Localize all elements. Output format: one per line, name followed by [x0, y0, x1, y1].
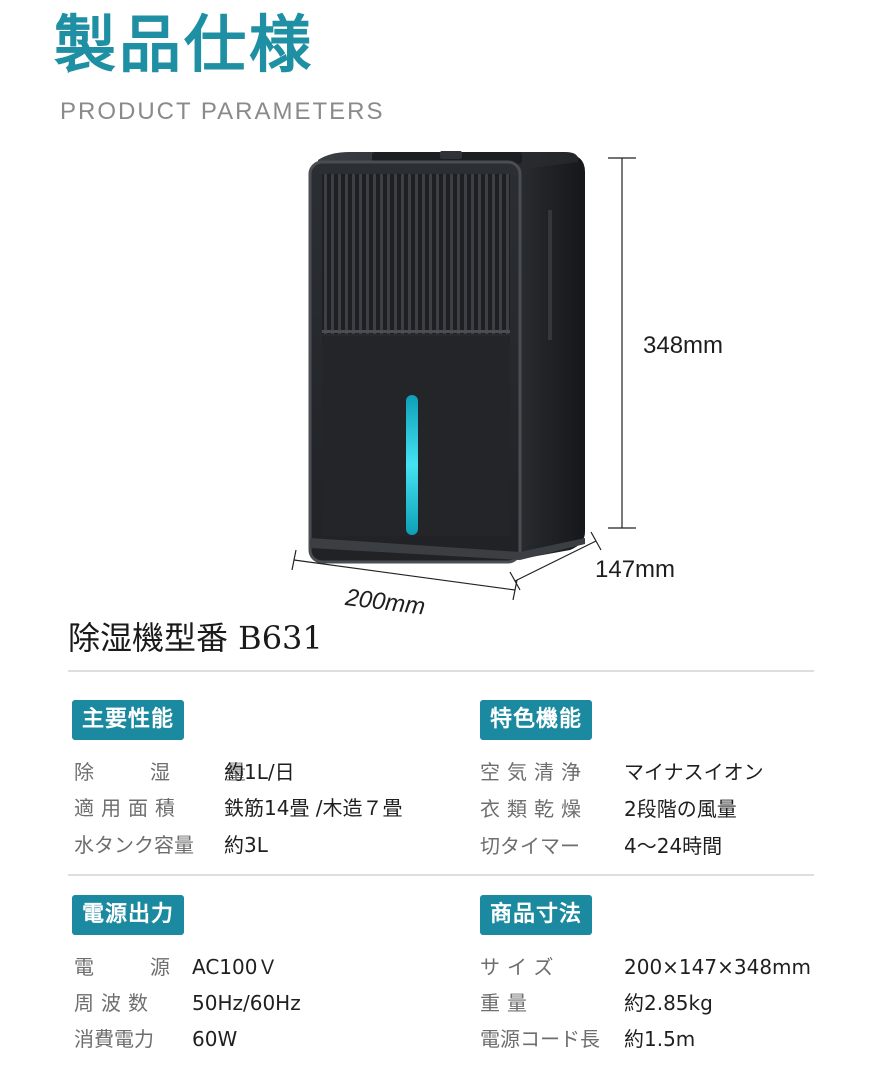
spec-value: 4〜24時間: [624, 834, 723, 858]
spec-label: 衣類乾燥: [480, 797, 588, 821]
divider: [68, 670, 814, 672]
spec-label: 電 源: [74, 955, 188, 979]
spec-value: 約3L: [224, 833, 268, 857]
spec-value: 200×147×348mm: [624, 955, 812, 979]
spec-label: 切タイマー: [480, 834, 580, 858]
spec-value: 約1L/日: [224, 760, 295, 784]
divider: [68, 874, 814, 876]
page-title: 製品仕様: [54, 8, 315, 81]
spec-label: 空気清浄: [480, 760, 588, 784]
spec-value: 60W: [192, 1027, 238, 1051]
height-dimension-label: 348mm: [643, 332, 724, 359]
spec-value: 50Hz/60Hz: [192, 991, 301, 1015]
depth-dimension-label: 147mm: [595, 556, 676, 583]
spec-value: AC100Ｖ: [192, 955, 278, 979]
spec-label: 適用面積: [74, 796, 182, 820]
spec-value: 鉄筋14畳 /木造７畳: [224, 796, 403, 820]
spec-label: 除 湿 量: [74, 760, 264, 784]
spec-value: 約1.5m: [624, 1027, 696, 1051]
model-number: 除湿機型番 B631: [68, 619, 323, 657]
spec-label: サイズ: [480, 955, 561, 979]
spec-value: 約2.85kg: [624, 991, 713, 1015]
product-illustration: 348mm 147mm 200mm: [0, 140, 883, 630]
page-subtitle: PRODUCT PARAMETERS: [60, 98, 385, 125]
section-badge-performance: 主要性能: [72, 700, 185, 740]
spec-label: 周波数: [74, 991, 155, 1015]
spec-value: マイナスイオン: [624, 760, 764, 784]
spec-value: 2段階の風量: [624, 797, 737, 821]
spec-label: 水タンク容量: [74, 833, 194, 857]
section-badge-power: 電源出力: [72, 895, 185, 935]
spec-label: 重量: [480, 991, 534, 1015]
dehumidifier-image: [291, 151, 636, 601]
indicator-light: [406, 395, 418, 535]
section-badge-dimensions: 商品寸法: [480, 895, 593, 935]
section-badge-features: 特色機能: [480, 700, 593, 740]
spec-label: 消費電力: [74, 1027, 154, 1051]
spec-label: 電源コード長: [480, 1027, 600, 1051]
